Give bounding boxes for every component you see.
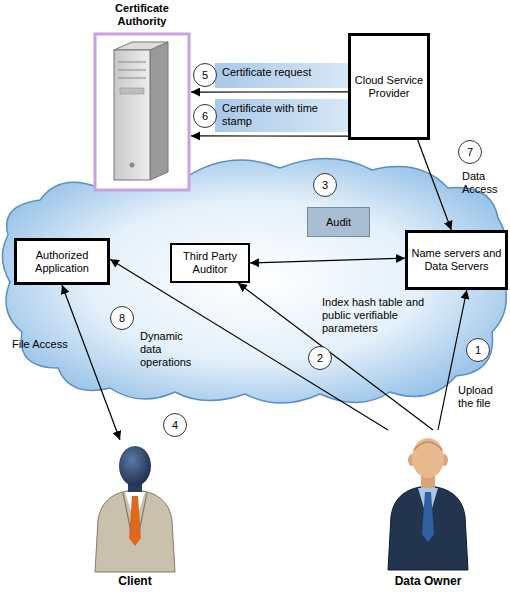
illustration-part: [118, 62, 146, 63]
connector-arrow: [62, 285, 120, 440]
process-box: Cloud Service Provider: [348, 33, 430, 140]
illustration-part: [422, 492, 434, 542]
edge-label: Index hash table and public verifiable p…: [322, 296, 434, 335]
connector-arrow: [191, 135, 348, 136]
edge-label: File Access: [12, 338, 74, 351]
client-figure: [95, 446, 175, 572]
callout-number: 3: [313, 173, 337, 197]
figure-caption: Client: [118, 574, 151, 588]
server-node: Certificate Authority: [93, 2, 191, 192]
connector-arrow: [110, 259, 388, 430]
callout-number: 6: [193, 104, 217, 128]
callout-number: 4: [163, 413, 187, 437]
illustration-part: [114, 50, 150, 180]
edge-label: Dynamic data operations: [140, 330, 204, 369]
box-label: Name servers and Data Servers: [411, 247, 502, 273]
actor-figure: Data Owner: [378, 430, 478, 590]
process-box: Audit: [307, 207, 370, 237]
connector-arrow: [250, 258, 405, 263]
figure-caption: Data Owner: [395, 574, 462, 588]
illustration-part: [95, 34, 189, 190]
figure-caption: Certificate Authority: [93, 2, 191, 28]
actor-figure: Client: [85, 440, 185, 590]
cloud-shape: [2, 158, 507, 403]
edge-label: Certificate request: [222, 66, 342, 79]
illustration-part: [130, 163, 135, 168]
edge-label: Data Access: [462, 170, 508, 196]
illustration-part: [414, 442, 442, 450]
illustration-part: [120, 88, 144, 94]
edge-label: Certificate with time stamp: [222, 102, 340, 128]
illustration-part: [129, 496, 141, 546]
process-box: Third Party Auditor: [170, 243, 250, 283]
process-box: Name servers and Data Servers: [405, 230, 508, 290]
data-owner-figure: [388, 438, 468, 570]
illustration-part: [114, 42, 168, 50]
box-label: Audit: [326, 216, 351, 229]
process-box: Authorized Application: [14, 238, 110, 285]
message-band: [215, 63, 348, 88]
box-label: Cloud Service Provider: [354, 74, 424, 100]
illustration-part: [150, 42, 168, 180]
callout-number: 8: [110, 306, 134, 330]
callout-number: 5: [193, 63, 217, 87]
connector-arrow: [418, 140, 452, 230]
illustration-part: [118, 78, 146, 79]
callout-number: 2: [308, 346, 332, 370]
edge-label: Upload the file: [458, 384, 506, 410]
illustration-part: [388, 486, 468, 570]
callout-number: 7: [458, 140, 482, 164]
callout-number: 1: [466, 338, 490, 362]
box-label: Third Party Auditor: [175, 250, 245, 276]
illustration-part: [119, 446, 151, 486]
connector-arrow: [238, 283, 433, 430]
illustration-part: [123, 493, 147, 532]
box-label: Authorized Application: [20, 249, 104, 275]
message-band: [215, 99, 348, 132]
server-icon: [95, 34, 189, 190]
connector-arrow: [191, 91, 348, 92]
illustration-part: [118, 70, 146, 71]
illustration-part: [412, 438, 444, 478]
illustration-part: [95, 490, 175, 572]
